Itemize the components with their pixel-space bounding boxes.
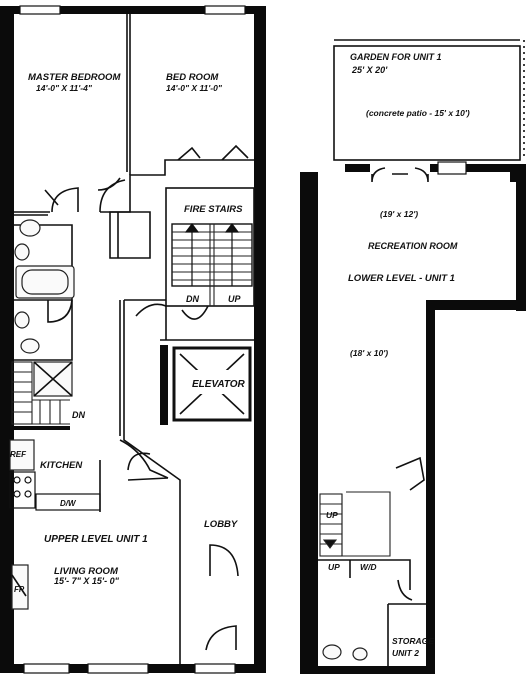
stairs-arrow-left-icon — [184, 223, 200, 286]
bedroom-dims: 14'-0" X 11'-0" — [166, 83, 223, 93]
living-room-name: LIVING ROOM — [54, 566, 119, 577]
hall-dn-label: DN — [72, 410, 85, 420]
window-top-right — [204, 5, 246, 15]
patio-label: (concrete patio - 15' x 10') — [366, 108, 470, 118]
washer-dryer-label: W/D — [360, 562, 377, 572]
rec-room-dims: (19' x 12') — [380, 209, 418, 219]
fire-stairs-box — [171, 223, 253, 287]
toilet-1 — [19, 219, 41, 237]
garden-dims: 25' X 20' — [351, 65, 388, 75]
upper-level-unit-label: UPPER LEVEL UNIT 1 — [44, 534, 148, 545]
stairs-dn-label: DN — [186, 294, 199, 304]
lower-sink — [352, 647, 368, 661]
elevator-shaft — [172, 346, 252, 422]
elevator-label: ELEVATOR — [192, 379, 246, 390]
toilet-2 — [20, 338, 40, 354]
kitchen-label: KITCHEN — [40, 460, 83, 471]
lower-room-dims: (18' x 10') — [350, 348, 388, 358]
lower-up-label-2: UP — [328, 562, 340, 572]
sink-2 — [14, 311, 30, 329]
window-top-left — [19, 5, 61, 15]
fireplace-label: FP — [14, 585, 25, 594]
upper-level-plan: FIRE STAIRS DN UP DN — [0, 5, 266, 674]
garden-name: GARDEN FOR UNIT 1 — [350, 52, 442, 62]
stairs-up-label: UP — [228, 294, 241, 304]
lower-right-wall — [516, 176, 526, 311]
dishwasher-label: D/W — [60, 499, 77, 508]
hall-stairs — [11, 361, 70, 425]
lower-up-label-1: UP — [326, 510, 338, 520]
fire-stairs-label: FIRE STAIRS — [184, 204, 243, 215]
ref-label: REF — [10, 450, 27, 459]
refrigerator — [9, 439, 35, 471]
window-bottom-1 — [23, 663, 70, 674]
sink-1 — [14, 243, 30, 261]
storage-unit-label: UNIT 2 — [392, 648, 419, 658]
fire-stairs-treads — [172, 224, 252, 306]
garden-area — [333, 45, 521, 161]
window-bottom-3 — [194, 663, 236, 674]
storage-label: STORAGE — [392, 636, 434, 646]
master-bedroom-name: MASTER BEDROOM — [28, 72, 121, 83]
lower-toilet — [322, 644, 342, 660]
lower-level-label: LOWER LEVEL - UNIT 1 — [348, 273, 455, 284]
kitchen-counter — [9, 471, 101, 511]
living-room-dims: 15'- 7" X 15'- 0" — [54, 576, 120, 586]
master-bedroom-dims: 14'-0" X 11'-4" — [36, 83, 93, 93]
stairs-arrow-right-icon — [224, 223, 240, 286]
bedroom-name: BED ROOM — [166, 72, 219, 83]
upper-right-wall — [254, 8, 266, 672]
lower-level-plan: GARDEN FOR UNIT 1 25' X 20' (concrete pa… — [300, 39, 526, 674]
rec-room-name: RECREATION ROOM — [368, 241, 458, 251]
lower-stairs — [319, 491, 391, 557]
lobby-label: LOBBY — [204, 519, 239, 530]
upper-top-wall — [0, 6, 266, 14]
window-bottom-2 — [87, 663, 149, 674]
